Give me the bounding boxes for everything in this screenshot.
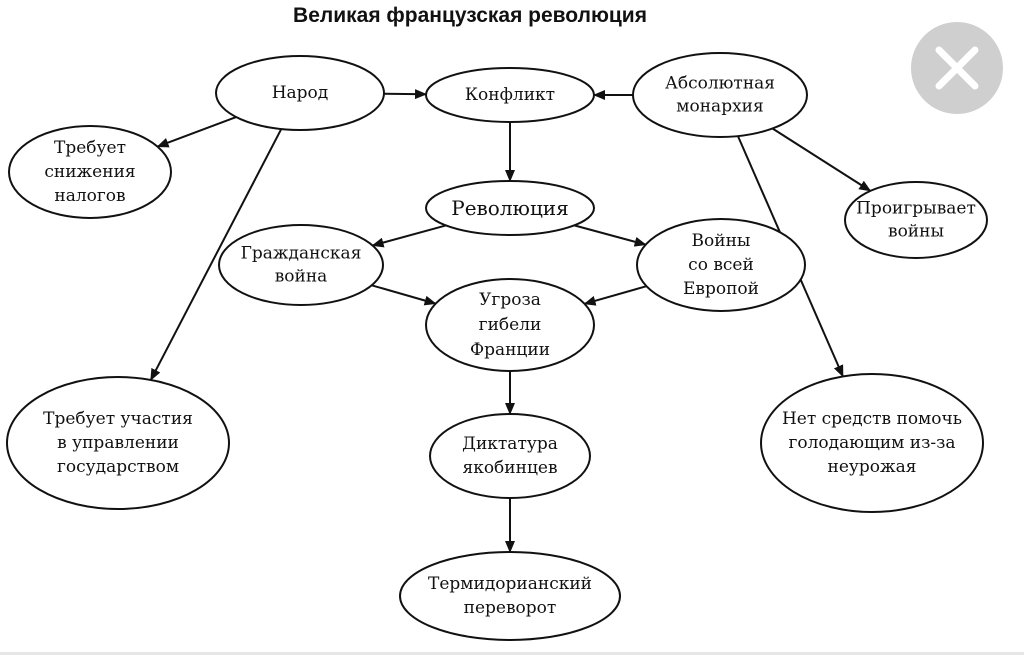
node-label-line: Угроза xyxy=(479,290,541,310)
arrow-revolution-to-europe_wars xyxy=(574,224,647,247)
node-taxes: Требует снижения налогов xyxy=(8,125,172,219)
node-label-line: Европой xyxy=(683,279,759,299)
node-label-line: монархия xyxy=(676,97,763,117)
close-icon xyxy=(935,46,979,90)
node-label-line: войны xyxy=(888,222,944,242)
node-ellipse xyxy=(8,125,172,219)
node-konflikt: Конфликт xyxy=(425,67,595,123)
node-ellipse xyxy=(760,373,984,513)
node-ellipse xyxy=(425,180,595,236)
arrow-revolution-to-civil_war xyxy=(371,224,447,248)
node-ellipse xyxy=(218,224,384,306)
node-narod: Народ xyxy=(215,55,385,131)
node-ellipse xyxy=(844,181,988,259)
arrow-narod-to-taxes xyxy=(156,116,237,148)
arrow-civil_war-to-threat xyxy=(371,284,437,306)
node-label-line: Революция xyxy=(451,196,569,220)
close-button[interactable] xyxy=(911,22,1003,114)
node-label-line: война xyxy=(275,267,328,287)
node-label-line: Термидорианский xyxy=(428,574,592,594)
node-label-line: государством xyxy=(57,457,179,477)
node-ellipse xyxy=(425,67,595,123)
node-label-line: Проигрывает xyxy=(856,199,976,219)
node-label-line: неурожая xyxy=(827,457,916,477)
node-ellipse xyxy=(425,278,595,372)
arrow-monarchy-to-wars_lost xyxy=(771,127,872,192)
node-participation: Требует участия в управлении государством xyxy=(6,376,230,510)
node-ellipse xyxy=(429,413,591,499)
node-label-line: Требует участия xyxy=(43,409,193,429)
node-ellipse xyxy=(215,55,385,131)
node-civil-war: Гражданская война xyxy=(218,224,384,306)
node-label-line: переворот xyxy=(464,598,557,618)
node-label-line: якобинцев xyxy=(462,458,557,478)
node-ellipse xyxy=(6,376,230,510)
node-label-line: Конфликт xyxy=(465,85,555,105)
node-label-line: снижения xyxy=(44,162,135,182)
node-no-means: Нет средств помочь голодающим из-за неурож… xyxy=(760,373,984,513)
node-thermidor: Термидорианский переворот xyxy=(399,551,621,641)
node-label-line: Нет средств помочь xyxy=(782,409,962,429)
arrow-narod-to-participation xyxy=(149,128,283,381)
node-label-line: Гражданская xyxy=(241,244,362,264)
node-dictatorship: Диктатура якобинцев xyxy=(429,413,591,499)
node-monarchy: Абсолютная монархия xyxy=(632,52,808,138)
node-label-line: со всей xyxy=(688,255,754,275)
node-label-line: налогов xyxy=(54,186,125,206)
node-ellipse xyxy=(399,551,621,641)
arrow-europe_wars-to-threat xyxy=(583,285,647,306)
node-label-line: Войны xyxy=(692,231,751,251)
node-label-line: в управлении xyxy=(57,433,179,453)
node-ellipse xyxy=(636,218,806,312)
node-revolution: Революция xyxy=(425,180,595,236)
node-label-line: Абсолютная xyxy=(665,74,775,94)
node-label-line: Народ xyxy=(272,83,329,103)
bottom-divider xyxy=(0,652,1024,655)
node-label-line: Диктатура xyxy=(462,434,558,454)
node-label-line: голодающим из-за xyxy=(788,433,955,453)
node-ellipse xyxy=(632,52,808,138)
node-label-line: Требует xyxy=(54,138,126,158)
node-label-line: Франции xyxy=(470,340,550,360)
node-label-line: гибели xyxy=(479,315,542,335)
node-wars-lost: Проигрывает войны xyxy=(844,181,988,259)
diagram-title: Великая французская революция xyxy=(293,4,647,27)
